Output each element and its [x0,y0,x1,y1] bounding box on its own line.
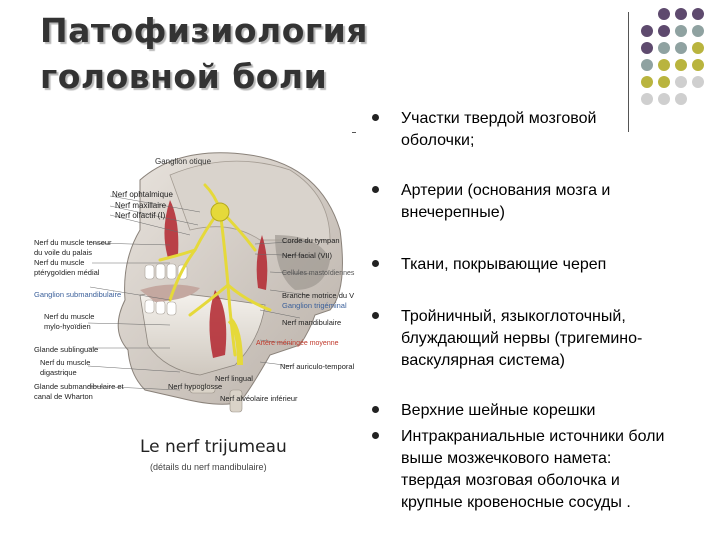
decor-dot [658,42,670,54]
muscle-red [164,200,268,358]
bullet-text: Участки твердой мозговой оболочки; [401,110,597,149]
figure-label: Nerf du muscle tenseur du voile du palai… [34,238,112,257]
bullet-item: Интракраниальные источники боли выше моз… [372,426,672,514]
figure-caption: Le nerf trijumeau [140,437,287,457]
bullet-icon [372,186,379,193]
decor-dot [658,25,670,37]
figure-label: Nerf ophtalmique [112,190,173,199]
figure-label: Nerf mandibulaire [282,318,342,327]
decor-dot [641,25,653,37]
bullet-text: Верхние шейные корешки [401,402,596,419]
mastoid-area [275,235,330,290]
figure-label: Nerf olfactif (I) [115,211,166,220]
decor-dot [658,76,670,88]
figure-label: Ganglion submandibulaire [34,290,122,299]
bullet-text: Тройничный, языкоглоточный, блуждающий н… [401,308,643,369]
bullet-icon [372,432,379,439]
divider-tick [352,132,356,133]
bullet-item: Артерии (основания мозга и внечерепные) [372,180,672,224]
figure-label: Nerf maxillaire [115,201,167,210]
figure-label: Nerf du muscle ptérygoïdien médial [34,258,100,277]
divider-line [628,12,629,132]
decor-dot [658,59,670,71]
leader-lines [87,195,313,391]
decor-dot [641,93,653,105]
figure-label: Nerf alvéolaire inférieur [220,394,298,403]
decor-dot [692,59,704,71]
bullet-text: Артерии (основания мозга и внечерепные) [401,182,611,221]
decor-dot [641,76,653,88]
figure-label: Cellules mastoïdiennes [282,270,355,277]
teeth [144,263,188,316]
figure-label: Ganglion otique [155,157,212,166]
decor-dot [692,42,704,54]
bullet-icon [372,260,379,267]
bullet-item: Верхние шейные корешки [372,400,672,422]
decor-dot [658,8,670,20]
decor-dot [675,76,687,88]
figure-label: Glande sublinguale [34,345,99,354]
figure-label: Artère méningée moyenne [256,340,339,347]
decorative-dot-grid [641,8,717,118]
figure-label: Ganglion trigéminal [282,301,347,310]
decor-dot [675,59,687,71]
title-line-1: Патофизиология [40,11,368,50]
bullet-icon [372,114,379,121]
decor-dot [675,8,687,20]
figure-label: Nerf hypoglosse [168,382,223,391]
title-line-2: головной боли [40,57,328,96]
figure-label: Nerf du muscle digastrique [40,358,91,377]
figure-label: Branche motrice du V [282,291,355,300]
hyoid-structure [189,384,243,413]
mandibular-nerve [227,317,243,366]
decor-dot [675,93,687,105]
decor-dot [641,59,653,71]
brain-area [169,160,331,241]
decor-dot [692,8,704,20]
figure-label: Nerf du muscle mylo-hyoïdien [44,312,95,331]
trigeminal-nerve-illustration [87,152,343,413]
decor-dot [692,25,704,37]
figure-label: Nerf lingual [215,374,253,383]
decor-dot [658,93,670,105]
figure-label: Nerf auriculo-temporal [280,362,355,371]
figure-labels: Ganglion otique Nerf ophtalmique Nerf ma… [30,140,360,480]
decor-dot [675,25,687,37]
decor-dot [641,42,653,54]
bullet-text: Интракраниальные источники боли выше моз… [401,428,665,511]
figure-label: Glande submandibulaire et canal de Whart… [34,382,124,401]
bullet-item: Ткани, покрывающие череп [372,254,672,276]
slide-title: Патофизиология головной боли [40,8,368,100]
figure-label: Nerf facial (VII) [282,251,333,260]
bullet-item: Участки твердой мозговой оболочки; [372,108,672,152]
bullet-item: Тройничный, языкоглоточный, блуждающий н… [372,306,672,372]
bullet-icon [372,312,379,319]
decor-dot [692,76,704,88]
bullet-text: Ткани, покрывающие череп [401,256,607,273]
figure-subcaption: (détails du nerf mandibulaire) [150,462,267,472]
decor-dot [675,42,687,54]
trigeminal-ganglion [210,202,230,222]
figure-label: Corde du tympan [282,236,340,245]
bullet-icon [372,406,379,413]
